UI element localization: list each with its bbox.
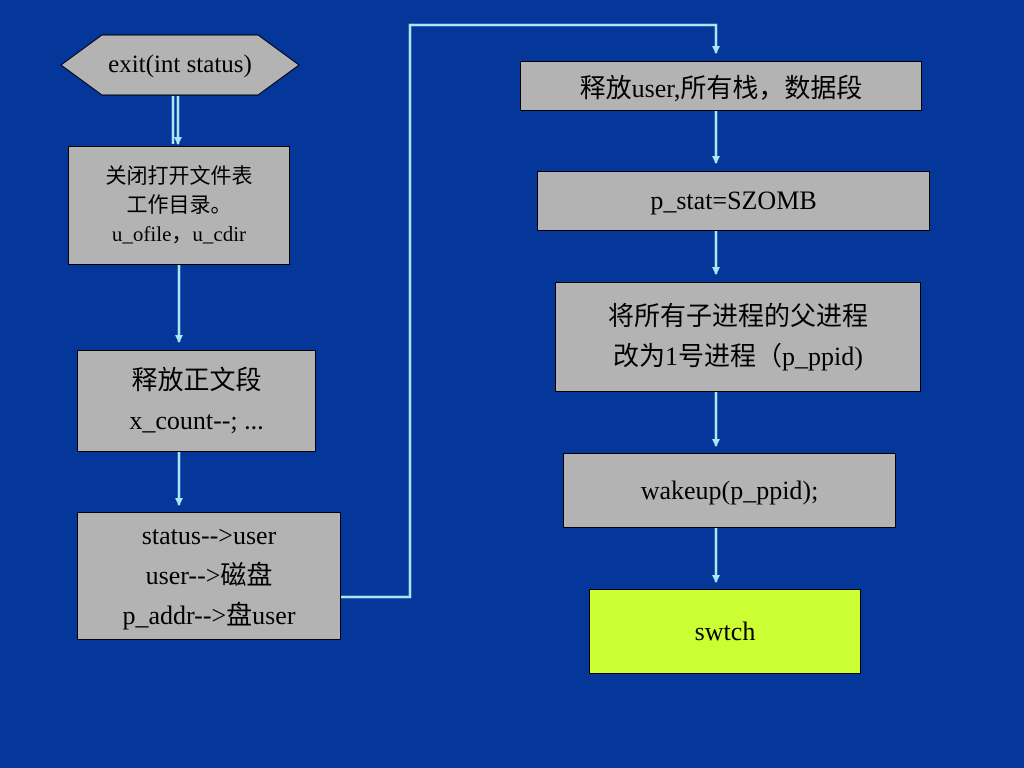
- release-text-box: 释放正文段 x_count--; ...: [77, 350, 316, 452]
- start-node: exit(int status): [60, 34, 300, 96]
- release-user-box: 释放user,所有栈，数据段: [520, 61, 922, 111]
- save-status-line-3: p_addr-->盘user: [122, 601, 296, 630]
- close-files-line-2: 工作目录。: [126, 193, 232, 217]
- reparent-line-2: 改为1号进程（p_ppid): [613, 342, 863, 371]
- save-status-line-2: user-->磁盘: [145, 561, 273, 590]
- save-status-line-1: status-->user: [141, 521, 277, 550]
- release-user-label: 释放user,所有栈，数据段: [579, 73, 863, 103]
- arrow-save-status-to-release-user: [341, 23, 720, 599]
- close-files-line-1: 关闭打开文件表: [105, 164, 253, 188]
- reparent-line-1: 将所有子进程的父进程: [607, 302, 868, 331]
- save-status-box: status-->user user-->磁盘 p_addr-->盘user: [77, 512, 341, 640]
- wakeup-box: wakeup(p_ppid);: [563, 453, 896, 528]
- release-text-line-1: 释放正文段: [131, 366, 262, 395]
- switch-label: swtch: [694, 616, 756, 646]
- set-zombie-label: p_stat=SZOMB: [650, 186, 817, 215]
- start-hexagon-shape: [60, 34, 300, 96]
- reparent-box: 将所有子进程的父进程 改为1号进程（p_ppid): [555, 282, 921, 392]
- close-files-box: 关闭打开文件表 工作目录。 u_ofile，u_cdir: [68, 146, 290, 265]
- start-label: exit(int status): [108, 51, 252, 78]
- close-files-line-3: u_ofile，u_cdir: [111, 222, 247, 246]
- release-text-line-2: x_count--; ...: [129, 406, 264, 435]
- set-zombie-box: p_stat=SZOMB: [537, 171, 930, 231]
- wakeup-label: wakeup(p_ppid);: [640, 475, 819, 505]
- switch-box: swtch: [589, 589, 861, 674]
